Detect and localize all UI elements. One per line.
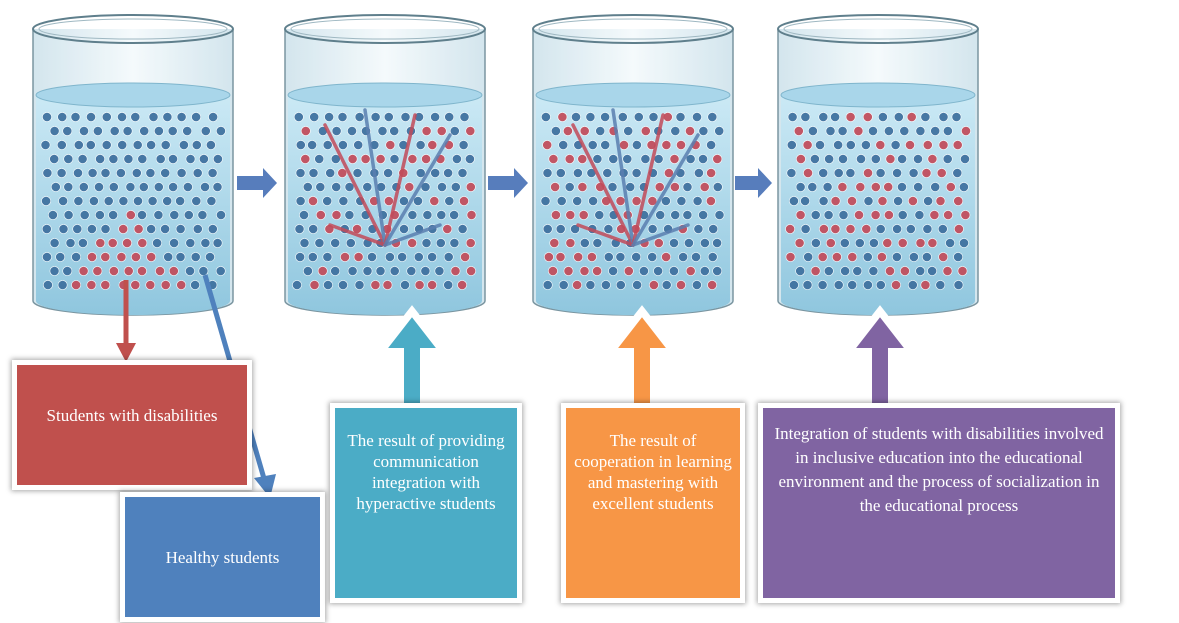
up-arrow-icon	[847, 310, 913, 410]
healthy-students-box: Healthy students	[120, 492, 325, 622]
down-arrow-head-icon	[116, 343, 136, 362]
integration-result-label: Integration of students with disabilitie…	[774, 424, 1104, 515]
integration-result-box: Integration of students with disabilitie…	[758, 403, 1120, 603]
up-arrow-icon	[609, 310, 675, 410]
beaker-icon	[32, 14, 234, 316]
excellent-result-box: The result of cooperation in learning an…	[561, 403, 745, 603]
beaker-icon	[284, 14, 486, 316]
students-with-disabilities-box: Students with disabilities	[12, 360, 252, 490]
beaker-icon	[532, 14, 734, 316]
right-arrow-icon	[488, 168, 528, 198]
excellent-result-label: The result of cooperation in learning an…	[574, 431, 732, 513]
healthy-students-label: Healthy students	[165, 547, 280, 567]
up-arrow-icon	[379, 310, 445, 410]
right-arrow-icon	[735, 168, 772, 198]
right-arrow-icon	[237, 168, 277, 198]
beaker-icon	[777, 14, 979, 316]
students-with-disabilities-label: Students with disabilities	[46, 406, 218, 425]
hyperactive-result-label: The result of providing communication in…	[347, 431, 505, 513]
hyperactive-result-box: The result of providing communication in…	[330, 403, 522, 603]
